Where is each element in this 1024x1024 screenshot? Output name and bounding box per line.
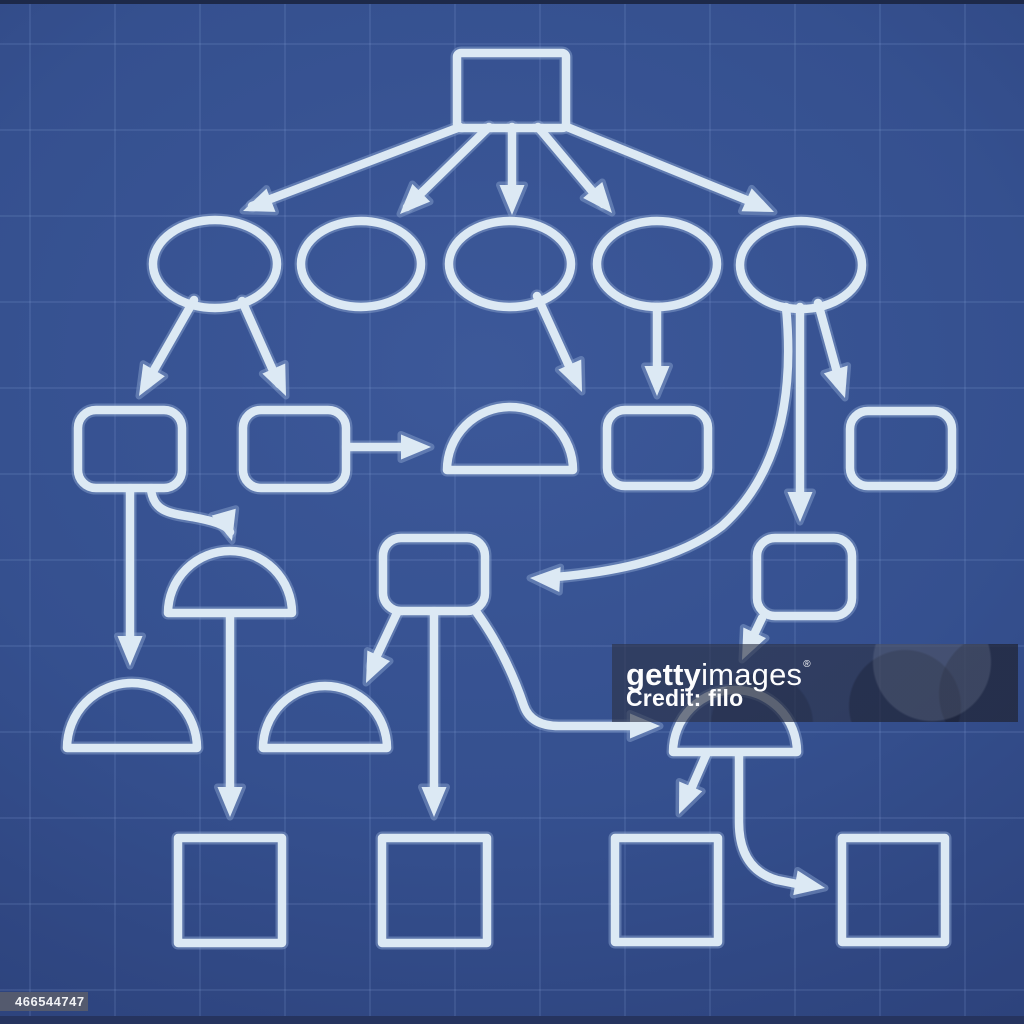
flowchart-node-task-box-1-halo <box>71 403 189 495</box>
flowchart-node-stage-oval-1 <box>148 215 282 313</box>
arrowhead-oval4-to-box3 <box>644 366 670 396</box>
flowchart-node-half-node-4-halo <box>256 679 394 755</box>
edge-oval1-to-box1 <box>141 295 199 389</box>
getty-logo-bold: getty <box>626 657 702 692</box>
arrowhead-oval1-to-box1 <box>139 363 165 396</box>
flowchart-node-end-box-1-halo <box>171 831 289 950</box>
flowchart-node-stage-oval-5 <box>735 216 867 314</box>
flowchart-node-task-box-5-halo <box>376 531 492 618</box>
flowchart-node-stage-oval-2 <box>296 216 426 312</box>
arrowhead-box2-to-half1 <box>401 434 431 460</box>
flowchart-node-end-box-4-halo <box>835 831 952 949</box>
flowchart-node-task-box-2 <box>238 405 351 493</box>
arrowhead-half5-to-end3 <box>679 781 703 814</box>
flowchart-node-process-top-halo <box>450 46 573 135</box>
flowchart-node-task-box-2-halo <box>236 403 353 495</box>
flowchart-node-half-node-3-halo <box>60 676 204 755</box>
flowchart-node-task-box-1 <box>73 405 187 493</box>
flowchart-node-half-node-1 <box>442 402 578 475</box>
flowchart-node-task-box-3 <box>602 405 713 491</box>
arrowhead-oval5-curve-to-box5 <box>530 567 561 593</box>
arrowhead-top-to-oval-1 <box>243 188 276 212</box>
arrowhead-top-to-oval-4 <box>583 181 612 213</box>
asset-id-text: 466544747 <box>15 994 85 1009</box>
arrowhead-top-to-oval-3 <box>499 185 525 215</box>
getty-logo-regular: images <box>701 657 803 692</box>
flowchart-node-half-node-2-halo <box>161 544 299 620</box>
flowchart-node-half-node-2 <box>163 546 297 618</box>
flowchart-node-half-node-3 <box>62 678 202 753</box>
asset-id-badge: 466544747 <box>0 992 88 1011</box>
edge-top-to-oval-5 <box>562 122 764 210</box>
edge-half5-curve-to-end4 <box>734 750 807 890</box>
arrowhead-oval3-to-half1 <box>558 359 582 392</box>
edge-box5-curve-to-half5 <box>472 608 643 731</box>
flowchart-node-half-node-4 <box>258 681 392 753</box>
arrowhead-oval5-to-box4 <box>823 365 848 398</box>
flowchart-node-half-node-1-halo <box>440 400 580 477</box>
flowchart-node-task-box-4 <box>845 406 957 491</box>
flowchart-node-end-box-3 <box>610 833 723 947</box>
flowchart-node-end-box-4 <box>837 833 950 947</box>
getty-logo: gettyimages® <box>626 649 811 690</box>
flowchart-node-end-box-2-halo <box>375 831 494 950</box>
edge-oval5-curve-to-box5-halo <box>549 300 795 584</box>
getty-watermark-band: gettyimages® Credit: filo <box>612 644 1018 722</box>
arrowhead-oval1-to-box2 <box>262 363 286 396</box>
arrowhead-box5-to-end2 <box>421 787 447 817</box>
arrowhead-box1-to-half3 <box>117 636 143 666</box>
flowchart-node-task-box-6-halo <box>750 531 859 623</box>
edge-top-to-oval-1 <box>247 122 465 211</box>
arrowhead-half2-to-end1 <box>217 787 243 817</box>
flowchart-node-process-top <box>452 48 571 133</box>
flowchart-node-stage-oval-4 <box>592 216 722 312</box>
arrowhead-box1-curve-to-half2 <box>211 508 236 541</box>
flowchart-node-end-box-3-halo <box>608 831 725 949</box>
flowchart-node-end-box-2 <box>377 833 492 948</box>
arrowhead-top-to-oval-2 <box>400 183 431 214</box>
edge-oval5-curve-to-box5 <box>551 302 793 582</box>
flowchart-node-task-box-5 <box>378 533 490 616</box>
arrowhead-oval5-to-box6 <box>787 492 813 522</box>
flowchart-node-task-box-4-halo <box>843 404 959 493</box>
flowchart-node-task-box-3-halo <box>600 403 715 493</box>
flowchart-node-stage-oval-3 <box>444 216 576 312</box>
flowchart-node-task-box-6 <box>752 533 857 621</box>
arrowhead-top-to-oval-5 <box>741 188 774 212</box>
arrowhead-box5-to-half4 <box>366 650 391 683</box>
registered-mark-icon: ® <box>803 659 811 670</box>
top-border <box>0 0 1024 4</box>
bottom-border <box>0 1016 1024 1024</box>
flowchart-node-end-box-1 <box>173 833 287 948</box>
arrowhead-half5-curve-to-end4 <box>793 870 825 896</box>
credit-text: Credit: filo <box>626 685 744 711</box>
